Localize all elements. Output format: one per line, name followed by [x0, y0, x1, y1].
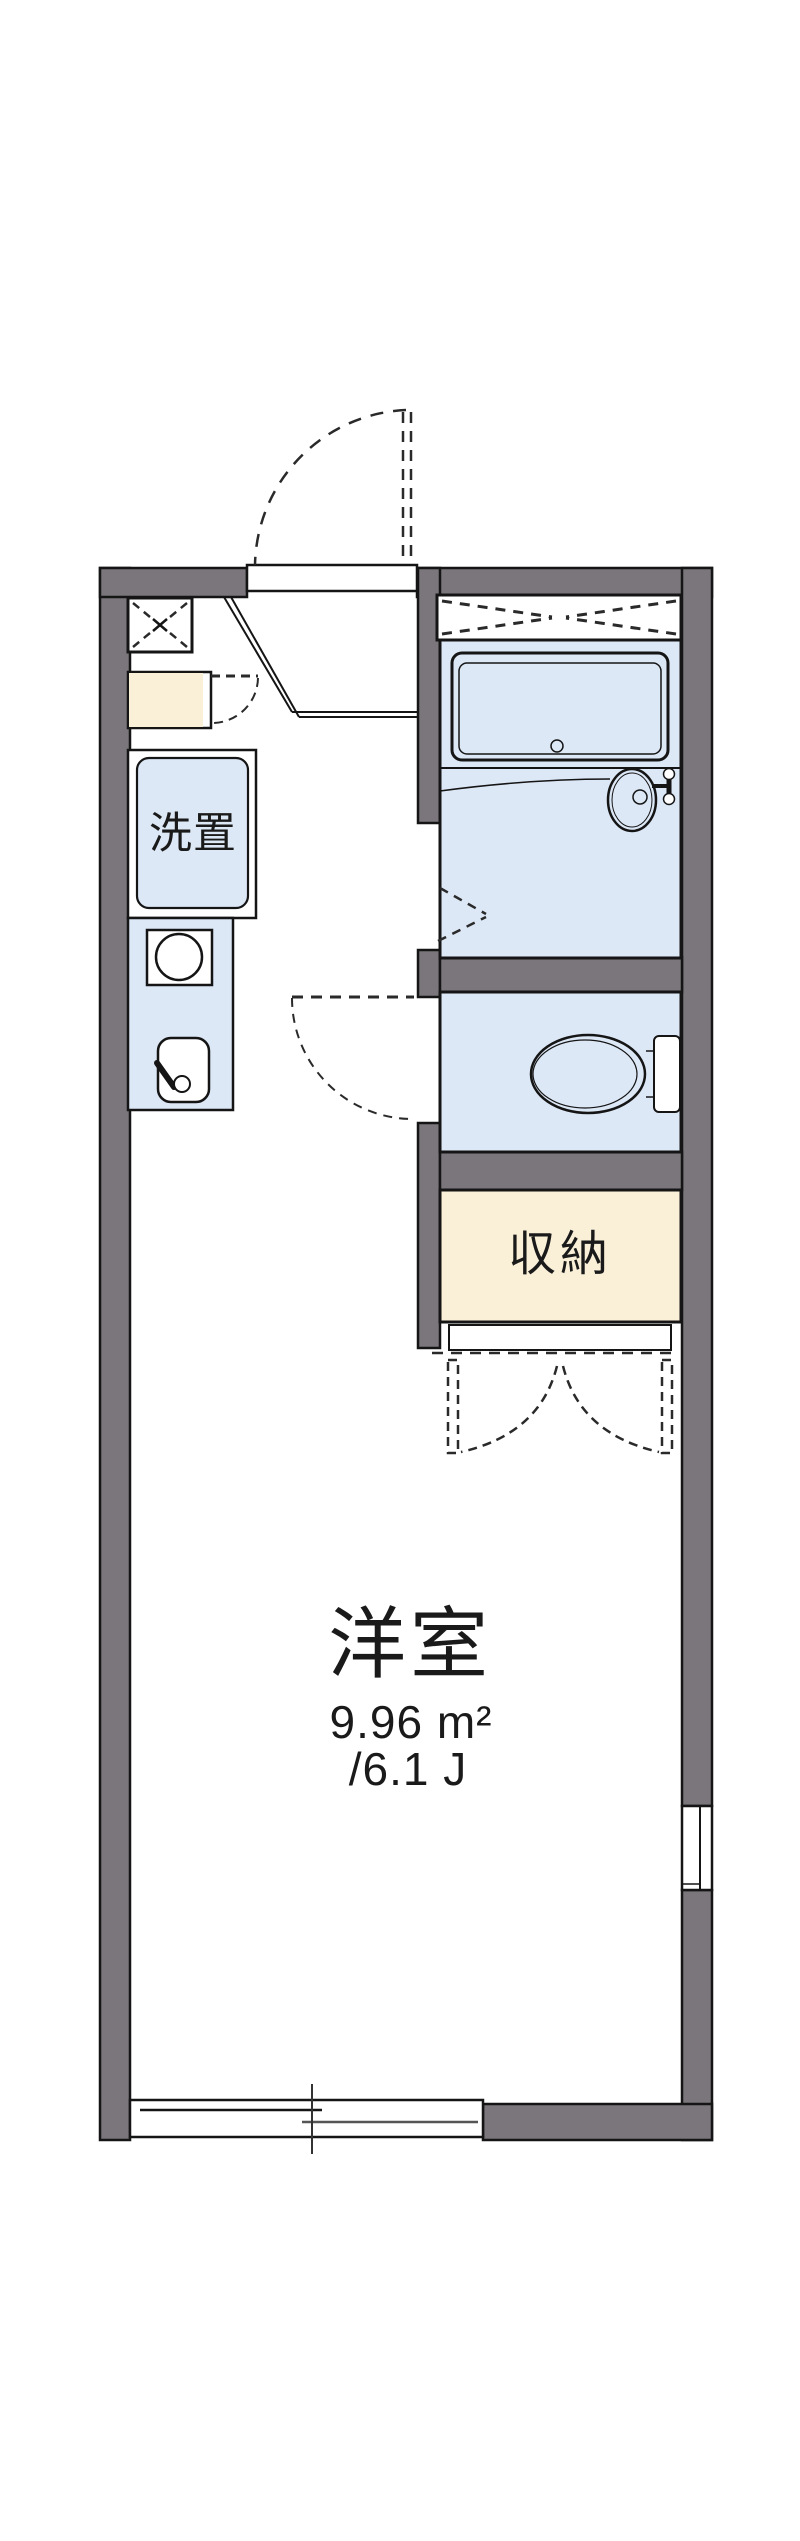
closet-front [448, 1324, 672, 1351]
side-window [680, 1804, 714, 1892]
bathroom [437, 638, 683, 960]
wall-toilet-closet [438, 1150, 684, 1192]
wall-divider-lower [416, 1121, 442, 1350]
entrance [223, 408, 419, 718]
wash-basin [606, 767, 676, 833]
genkan-step [223, 596, 417, 718]
toilet-tank [653, 1035, 681, 1113]
entrance-door-arc [253, 408, 407, 566]
washing-machine-space [126, 748, 258, 920]
wall-bottom-right [481, 2102, 714, 2142]
shoe-cabinet [126, 670, 259, 730]
room-area-tatami: /6.1 J [348, 1743, 468, 1795]
toilet-door [291, 995, 414, 1120]
sliding-window [128, 2084, 485, 2154]
toilet [529, 1033, 681, 1115]
stove-burner [145, 928, 214, 987]
kitchen-counter [126, 916, 235, 1112]
bathroom-folding-door [437, 886, 487, 943]
entrance-door [253, 408, 413, 566]
room-name: 洋室 [327, 1600, 492, 1688]
laundry-label: 洗置 [149, 810, 237, 858]
toilet-room [438, 990, 683, 1154]
wall-top-right [415, 566, 714, 599]
closet-double-doors [446, 1358, 674, 1455]
bathtub [450, 651, 670, 762]
wall-bath-toilet [438, 955, 684, 994]
shoe-cabinet-door [211, 674, 259, 724]
wall-left [98, 566, 132, 2142]
wall-divider-mid [416, 948, 442, 999]
room-area-m2: 9.96 m² [329, 1696, 493, 1748]
wall-right-upper [680, 566, 714, 1808]
meter-box-x-icon [152, 618, 168, 632]
wall-right-lower [680, 1888, 714, 2142]
kitchen-sink [154, 1036, 211, 1104]
entrance-threshold [245, 563, 419, 593]
bathtub-drain [550, 739, 564, 753]
storage-closet [432, 1188, 683, 1455]
storage-label: 収納 [507, 1228, 612, 1281]
walls [98, 566, 714, 2142]
wall-top-left [98, 566, 249, 599]
meter-box [126, 596, 194, 654]
overhead-shelf [435, 593, 683, 642]
